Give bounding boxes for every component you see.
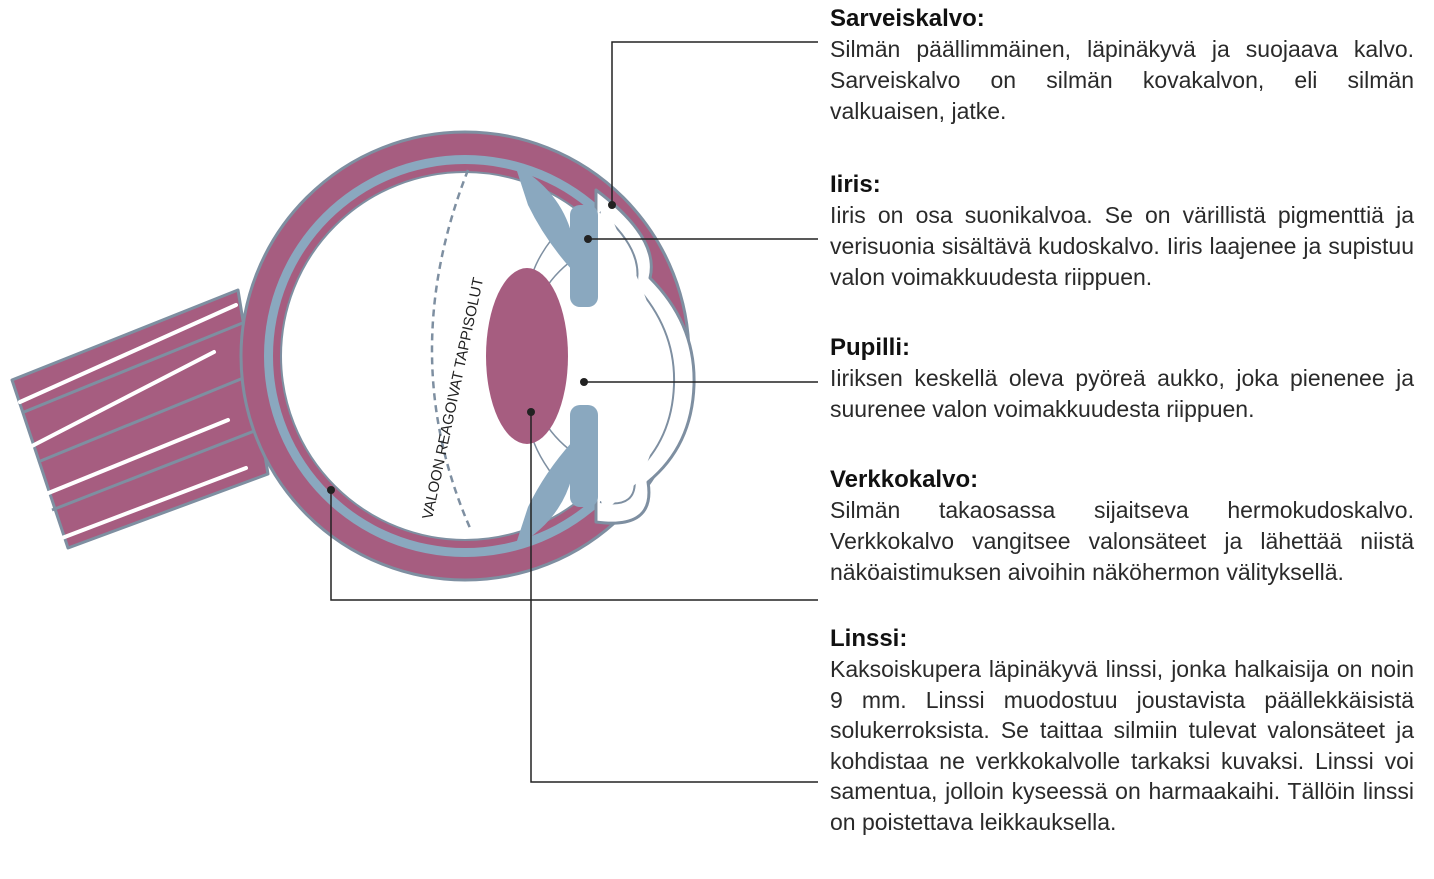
optic-nerve-divider [37,370,259,464]
ciliary-body-lower [515,442,572,547]
optic-nerve-fiber [18,303,238,404]
label-title: Verkkokalvo: [830,466,979,493]
label-iiris: Iiris: Iiris on osa suonikalvoa. Se on v… [830,170,1414,293]
label-verkkokalvo: Verkkokalvo: Silmän takaosassa sijaitsev… [830,465,1414,588]
leader-line-sarveiskalvo [611,41,818,205]
ciliary-body-upper [515,165,572,270]
optic-nerve-fiber [60,466,248,540]
leader-line-verkkokalvo [330,490,818,601]
anterior-chamber [582,200,662,512]
optic-nerve-divider [51,426,263,512]
leader-dot-pupilli [580,378,588,386]
leader-dot-linssi [527,408,535,416]
label-pupilli: Pupilli: Iiriksen keskellä oleva pyöreä … [830,333,1414,425]
label-description: Iiris on osa suonikalvoa. Se on värillis… [830,202,1414,290]
lens [486,268,568,444]
label-sarveiskalvo: Sarveiskalvo: Silmän päällimmäinen, läpi… [830,4,1414,127]
label-description: Silmän takaosassa sijaitseva hermokudosk… [830,497,1414,585]
leader-lines [327,41,818,783]
iris-lower [570,405,598,507]
label-title: Sarveiskalvo: [830,5,985,32]
leader-dot-iiris [584,235,592,243]
label-title: Linssi: [830,625,908,652]
label-description: Iiriksen keskellä oleva pyöreä aukko, jo… [830,365,1414,422]
optic-nerve-divider [23,320,246,414]
label-description: Kaksoiskupera läpinäkyvä linssi, jonka h… [830,656,1414,835]
leader-dot-verkkokalvo [327,486,335,494]
cornea-inner-line [599,211,676,505]
leader-line-linssi [530,412,818,783]
optic-nerve [10,288,270,550]
label-linssi: Linssi: Kaksoiskupera läpinäkyvä linssi,… [830,624,1414,837]
label-title: Iiris: [830,171,881,198]
optic-nerve-fiber [44,418,230,496]
label-title: Pupilli: [830,334,910,361]
iris-upper [570,205,598,307]
leader-dot-sarveiskalvo [608,201,616,209]
cone-cells-boundary [430,169,472,529]
optic-nerve-fiber [30,350,216,448]
label-description: Silmän päällimmäinen, läpinäkyvä ja suoj… [830,36,1414,124]
